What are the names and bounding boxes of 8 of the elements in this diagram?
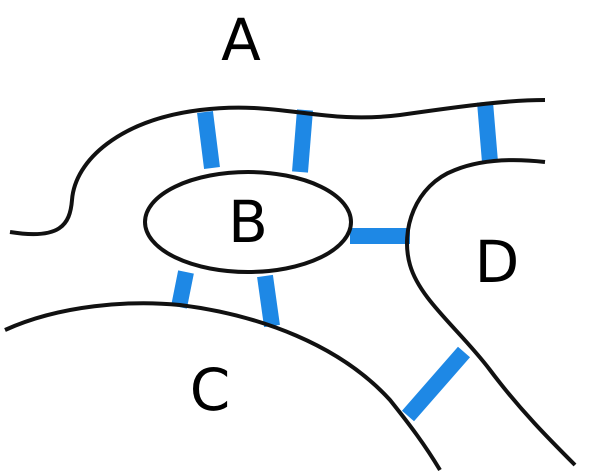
region-label: A	[221, 11, 261, 69]
region-label: D	[474, 233, 520, 291]
region-label: B	[228, 193, 268, 251]
bridge	[257, 274, 280, 328]
region-label: C	[190, 361, 230, 419]
bridge	[197, 111, 220, 169]
bridge	[292, 109, 313, 173]
bridge	[402, 346, 470, 422]
